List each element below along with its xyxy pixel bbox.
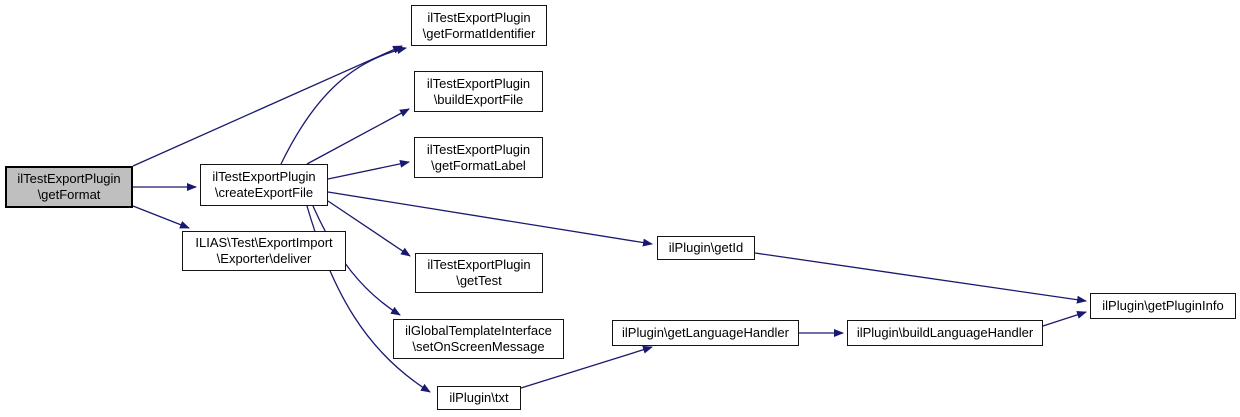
node-iltestexportplugin-createexportfile[interactable]: ilTestExportPlugin \createExportFile bbox=[200, 164, 328, 206]
edge-createExportFile-getTest bbox=[327, 200, 411, 257]
node-iltestexportplugin-getformatlabel[interactable]: ilTestExportPlugin \getFormatLabel bbox=[414, 137, 543, 178]
node-ilias-test-exportimport-exporter-deliver[interactable]: ILIAS\Test\ExportImport \Exporter\delive… bbox=[182, 231, 346, 271]
node-ilplugin-getlanguagehandler[interactable]: ilPlugin\getLanguageHandler bbox=[612, 320, 799, 346]
edge-getFormat-deliver bbox=[132, 205, 190, 229]
node-iltestexportplugin-getformat[interactable]: ilTestExportPlugin \getFormat bbox=[5, 166, 133, 208]
edge-createExportFile-getId bbox=[327, 191, 653, 247]
node-ilplugin-getplugininfo[interactable]: ilPlugin\getPluginInfo bbox=[1090, 293, 1236, 319]
node-ilplugin-txt[interactable]: ilPlugin\txt bbox=[437, 386, 521, 410]
edge-buildLanguageHandler-getPluginInfo bbox=[1042, 310, 1087, 327]
node-iltestexportplugin-gettest[interactable]: ilTestExportPlugin \getTest bbox=[415, 253, 543, 293]
edge-getFormat-getFormatIdentifier bbox=[132, 45, 403, 167]
node-ilplugin-getid[interactable]: ilPlugin\getId bbox=[657, 236, 755, 260]
edge-txt-getLanguageHandler bbox=[520, 345, 653, 389]
edge-getId-getPluginInfo bbox=[754, 252, 1087, 304]
edge-createExportFile-getFormatIdentifier bbox=[280, 46, 407, 165]
node-iltestexportplugin-buildexportfile[interactable]: ilTestExportPlugin \buildExportFile bbox=[414, 71, 543, 112]
node-iltestexportplugin-getformatidentifier[interactable]: ilTestExportPlugin \getFormatIdentifier bbox=[411, 5, 547, 46]
edge-createExportFile-setOnScreenMessage bbox=[312, 205, 401, 316]
edge-createExportFile-getFormatLabel bbox=[327, 159, 410, 180]
edge-createExportFile-buildExportFile bbox=[306, 108, 410, 165]
node-ilglobaltemplateinterface-setonscreenmessage[interactable]: ilGlobalTemplateInterface \setOnScreenMe… bbox=[393, 319, 564, 359]
node-ilplugin-buildlanguagehandler[interactable]: ilPlugin\buildLanguageHandler bbox=[847, 320, 1043, 346]
